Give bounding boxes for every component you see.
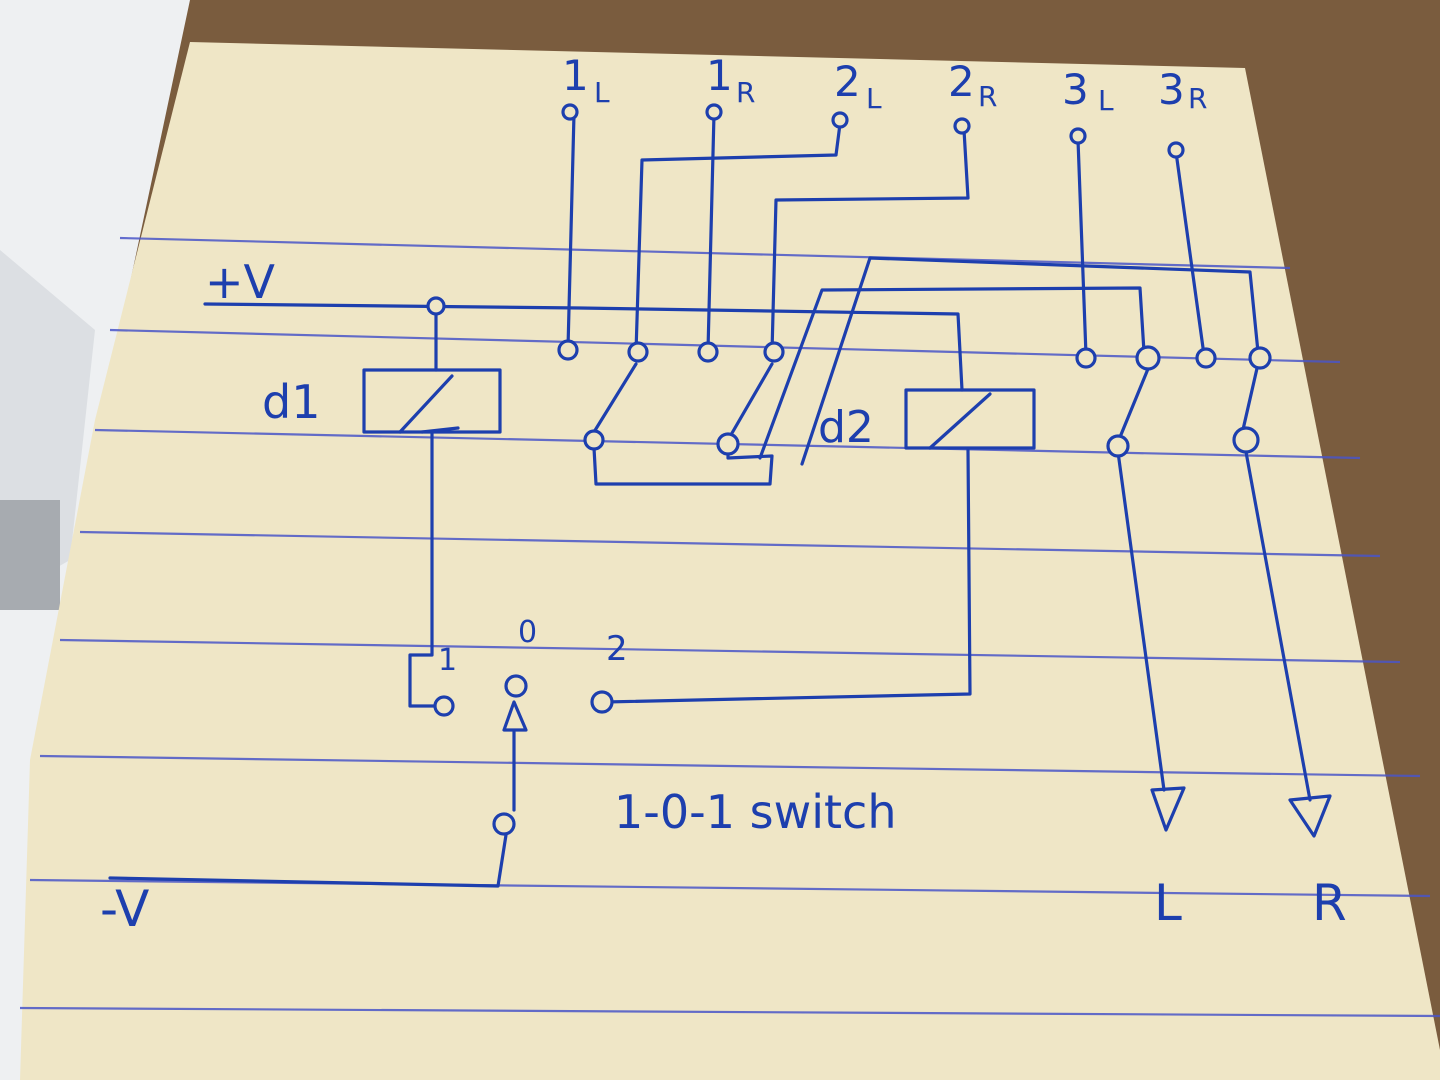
contact-terminal bbox=[1075, 347, 1097, 369]
switch-position-1-terminal bbox=[433, 695, 455, 717]
contact-terminal bbox=[557, 339, 579, 361]
common-terminal bbox=[1232, 426, 1260, 454]
contact-terminal bbox=[627, 341, 649, 363]
contact-terminal bbox=[697, 341, 719, 363]
switch-position-0-label: 0 bbox=[518, 615, 537, 650]
input-label-2l-number: 2 bbox=[834, 57, 861, 106]
common-terminal bbox=[716, 432, 740, 456]
wires bbox=[108, 112, 1312, 888]
input-label-2r-number: 2 bbox=[948, 57, 975, 106]
contact-terminal bbox=[1248, 346, 1272, 370]
switch-position-2-terminal bbox=[590, 690, 614, 714]
input-label-1l-channel: L bbox=[594, 76, 610, 109]
switch-position-1-label: 1 bbox=[438, 643, 457, 678]
relay-d2-coil bbox=[904, 388, 1036, 450]
common-terminal bbox=[1106, 434, 1130, 458]
output-left-label: L bbox=[1154, 874, 1182, 932]
relay-d2-label: d2 bbox=[818, 402, 874, 453]
supply-positive-label: +V bbox=[205, 255, 276, 309]
input-label-3r-number: 3 bbox=[1158, 65, 1185, 114]
output-arrow-left bbox=[1150, 786, 1186, 832]
supply-negative-label: -V bbox=[100, 880, 149, 938]
input-terminal-2r bbox=[953, 117, 971, 135]
input-label-3r-channel: R bbox=[1188, 82, 1207, 115]
note-paper bbox=[20, 42, 1440, 1080]
relay-d1-label: d1 bbox=[262, 375, 320, 429]
input-label-1r-channel: R bbox=[736, 76, 755, 109]
ruled-lines bbox=[19, 236, 1440, 1018]
relay-d1-coil bbox=[362, 368, 502, 434]
common-terminal bbox=[583, 429, 605, 451]
output-right-label: R bbox=[1312, 874, 1347, 932]
switch-position-2-label: 2 bbox=[606, 629, 628, 669]
input-label-3l-channel: L bbox=[1098, 84, 1114, 117]
contact-terminal bbox=[763, 341, 785, 363]
input-terminal-3r bbox=[1167, 141, 1185, 159]
contact-terminal bbox=[1195, 347, 1217, 369]
input-terminal-2l bbox=[831, 111, 849, 129]
input-terminal-1l bbox=[561, 103, 579, 121]
supply-junction bbox=[426, 296, 446, 316]
input-label-3l-number: 3 bbox=[1062, 65, 1089, 114]
binder-clip bbox=[0, 500, 60, 610]
input-terminal-3l bbox=[1069, 127, 1087, 145]
switch-caption: 1-0-1 switch bbox=[614, 785, 896, 839]
input-terminal-1r bbox=[705, 103, 723, 121]
switch-lever-arrow bbox=[502, 700, 528, 732]
input-label-2r-channel: R bbox=[978, 80, 997, 113]
switch-common-terminal bbox=[504, 674, 528, 698]
terminals bbox=[426, 103, 1272, 836]
switch-lower-terminal bbox=[492, 812, 516, 836]
output-arrow-right bbox=[1288, 794, 1332, 838]
input-label-2l-channel: L bbox=[866, 82, 882, 115]
contact-terminal bbox=[1135, 345, 1161, 371]
input-label-1r-number: 1 bbox=[706, 51, 733, 100]
input-label-1l-number: 1 bbox=[562, 51, 589, 100]
